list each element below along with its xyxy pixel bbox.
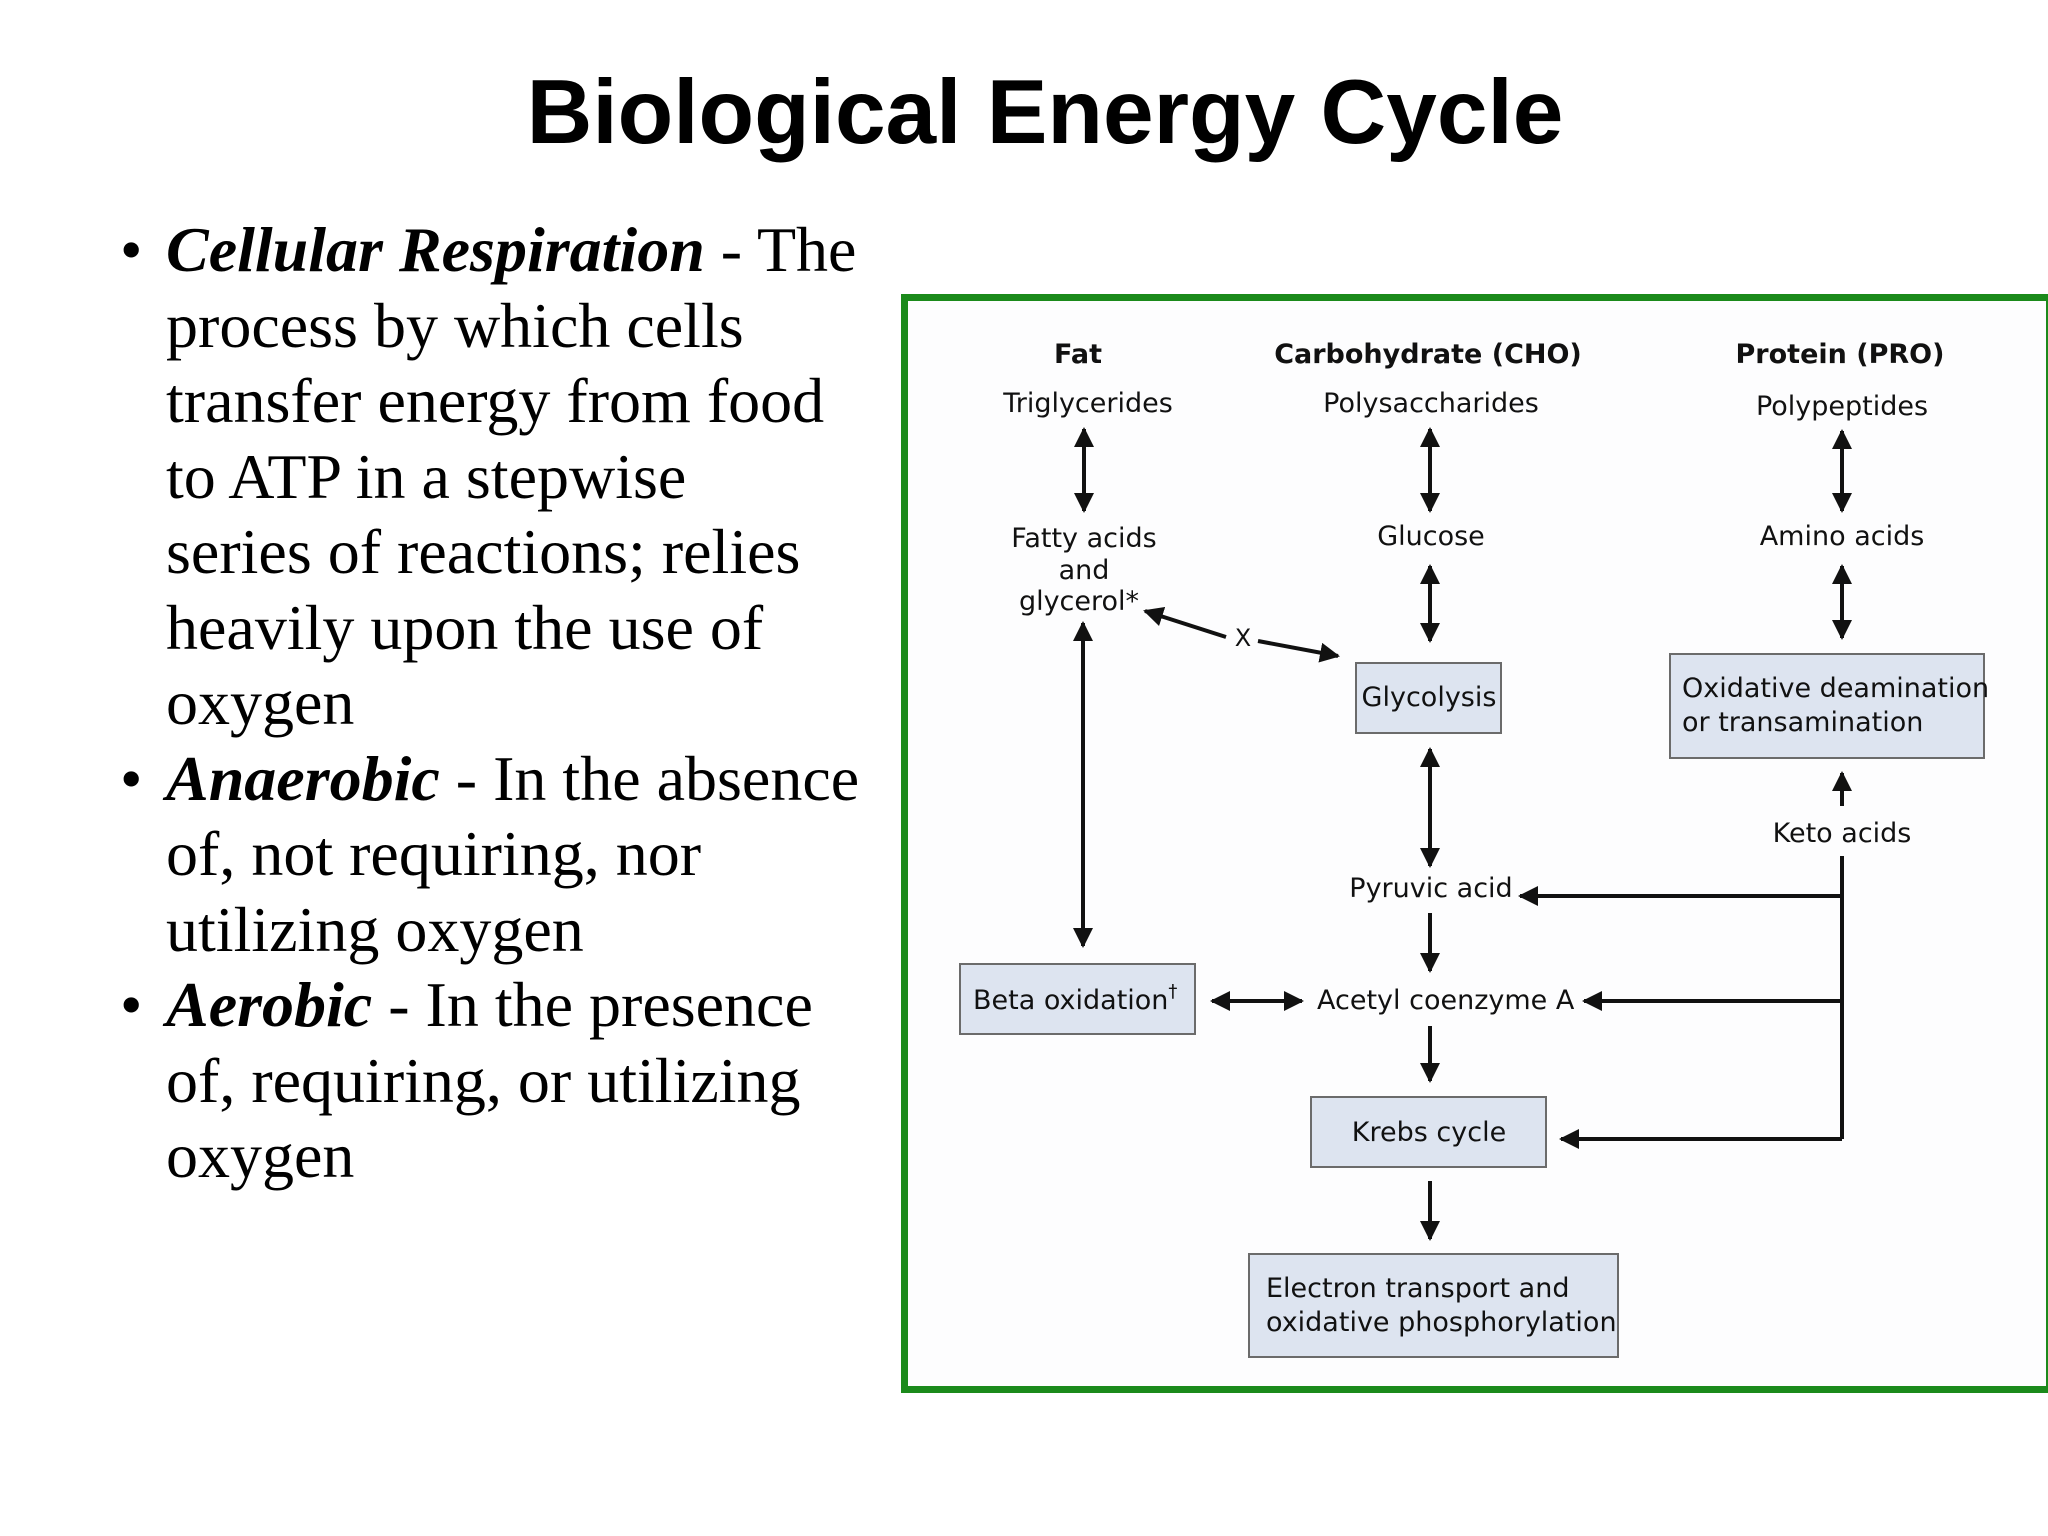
bullet-dot: • <box>120 214 143 285</box>
glycolysis-box <box>1355 662 1502 734</box>
bullet-text: transfer energy from food <box>166 365 825 436</box>
acetyl-coa-label: Acetyl coenzyme A <box>1317 985 1575 1016</box>
arrow-glycerol-x <box>1143 606 1227 639</box>
bullet-text: The <box>756 214 857 285</box>
bullet-term: Aerobic <box>166 969 373 1040</box>
beta-oxidation-text: Beta oxidation <box>973 985 1168 1016</box>
bullet-text: In the presence <box>425 969 813 1040</box>
bullet-term: Cellular Respiration <box>166 214 705 285</box>
glucose-label: Glucose <box>1377 521 1485 552</box>
glycolysis-label: Glycolysis <box>1362 682 1497 713</box>
energy-pathway-diagram: Fat Carbohydrate (CHO) Protein (PRO) Tri… <box>901 294 2048 1393</box>
bullet-separator: - <box>439 742 494 814</box>
page-title: Biological Energy Cycle <box>526 62 1564 163</box>
oxidative-deamination-label: or transamination <box>1682 707 1923 738</box>
bullet-text: oxygen <box>166 667 355 738</box>
electron-transport-box <box>1248 1253 1619 1358</box>
bullet-text: oxygen <box>166 1120 355 1191</box>
bullet-text: utilizing oxygen <box>166 893 584 965</box>
x-mark: X <box>1235 624 1251 652</box>
electron-transport-label: Electron transport and <box>1266 1273 1569 1304</box>
beta-oxidation-box <box>959 963 1196 1035</box>
column-header-fat: Fat <box>1054 339 1102 370</box>
fatty-acids-label: Fatty acids <box>1011 523 1156 554</box>
pyruvic-acid-label: Pyruvic acid <box>1349 873 1512 904</box>
bullet-text: to ATP in a stepwise <box>166 440 687 512</box>
krebs-cycle-box <box>1310 1096 1547 1168</box>
arrow-x-glycolysis <box>1257 639 1340 663</box>
oxidative-deamination-box <box>1669 653 1985 759</box>
bullet-text: of, not requiring, nor <box>166 818 701 889</box>
column-header-carbohydrate: Carbohydrate (CHO) <box>1274 339 1582 370</box>
polypeptides-label: Polypeptides <box>1756 391 1928 422</box>
bullet-separator: - <box>704 214 757 285</box>
beta-oxidation-label: Beta oxidation† <box>973 981 1177 1016</box>
amino-acids-label: Amino acids <box>1760 521 1925 552</box>
bullet-term: Anaerobic <box>166 742 440 814</box>
oxidative-deamination-label: Oxidative deamination <box>1682 673 1989 704</box>
bullet-text: In the absence <box>493 742 860 814</box>
fatty-acids-label: glycerol* <box>1019 586 1139 617</box>
bullet-dot: • <box>120 969 143 1040</box>
column-header-protein: Protein (PRO) <box>1736 339 1945 370</box>
fatty-acids-label: and <box>1059 555 1110 586</box>
triglycerides-label: Triglycerides <box>1002 388 1173 419</box>
bullet-text: of, requiring, or utilizing <box>166 1044 801 1116</box>
bullet-dot: • <box>120 742 143 814</box>
bullet-text: process by which cells <box>166 289 744 361</box>
bullet-separator: - <box>372 969 426 1040</box>
polysaccharides-label: Polysaccharides <box>1323 388 1539 419</box>
bullet-text: series of reactions; relies <box>166 516 801 587</box>
beta-dagger: † <box>1168 981 1177 1002</box>
bullet-text: heavily upon the use of <box>166 591 764 663</box>
diagram-canvas: Fat Carbohydrate (CHO) Protein (PRO) Tri… <box>959 339 1989 1358</box>
keto-acids-label: Keto acids <box>1773 818 1912 849</box>
krebs-cycle-label: Krebs cycle <box>1352 1117 1506 1148</box>
electron-transport-label: oxidative phosphorylation <box>1266 1307 1617 1338</box>
